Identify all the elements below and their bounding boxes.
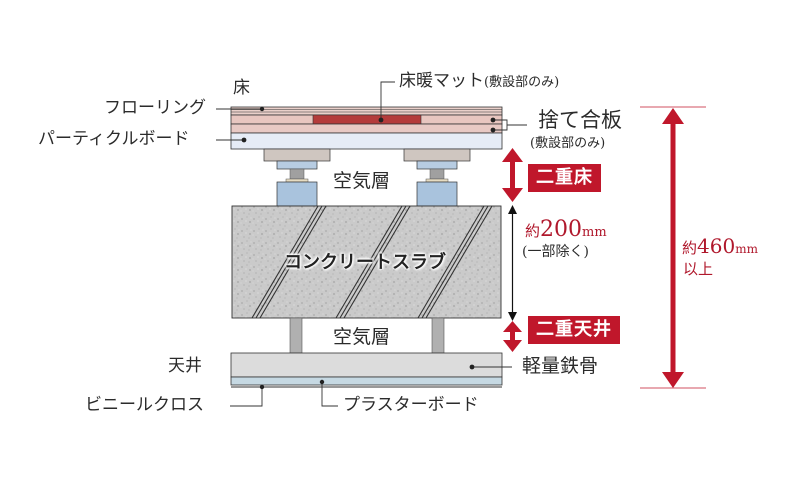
- label-ceiling: 天井: [168, 356, 202, 376]
- label-floor-heating-mat: 床暖マット(敷設部のみ): [399, 73, 559, 90]
- label-plywood: 捨て合板: [538, 108, 622, 132]
- dimension-total: 約460mm: [682, 236, 758, 257]
- badge-double-floor: 二重床: [528, 164, 601, 192]
- label-vinyl-cloth: ビニールクロス: [85, 395, 204, 415]
- floor-pedestal-left: [263, 148, 331, 207]
- label-floor-heating-mat-note: (敷設部のみ): [484, 75, 560, 90]
- label-particle-board: パーティクルボード: [38, 129, 190, 149]
- label-light-steel: 軽量鉄骨: [522, 355, 599, 377]
- dimension-slab-prefix: 約: [525, 222, 541, 240]
- leader-dots: [241, 106, 496, 390]
- label-floor-heating-mat-main: 床暖マット: [399, 71, 484, 91]
- ceiling-hangers: [289, 317, 445, 354]
- total-height-arrow: [640, 106, 706, 389]
- label-air-layer-upper: 空気層: [333, 170, 391, 192]
- dimension-slab-note: (一部除く): [522, 244, 589, 260]
- double-ceiling-arrow: [503, 321, 522, 352]
- dimension-slab-value: 200: [540, 217, 583, 242]
- label-floor: 床: [233, 78, 250, 98]
- slab-thickness-arrow: [508, 205, 517, 321]
- floor-pedestal-right: [403, 148, 471, 207]
- floor-assembly: [230, 106, 503, 150]
- label-flooring: フローリング: [104, 98, 206, 118]
- label-plywood-note: (敷設部のみ): [530, 136, 606, 151]
- dimension-total-value: 460: [697, 234, 736, 258]
- ceiling-assembly: [230, 352, 503, 388]
- dimension-total-prefix: 約: [682, 239, 698, 257]
- dimension-slab: 約200mm: [525, 219, 607, 241]
- badge-double-ceiling: 二重天井: [528, 316, 620, 344]
- double-floor-arrow: [502, 148, 523, 202]
- leader-lines: [216, 81, 527, 407]
- concrete-slab: [231, 205, 502, 319]
- label-air-layer-lower: 空気層: [333, 326, 391, 348]
- label-concrete-slab: コンクリートスラブ: [284, 252, 446, 273]
- label-plaster-board: プラスターボード: [343, 395, 479, 415]
- dimension-slab-unit: mm: [582, 225, 607, 240]
- dimension-total-note: 以上: [683, 260, 714, 278]
- dimension-total-unit: mm: [735, 242, 758, 256]
